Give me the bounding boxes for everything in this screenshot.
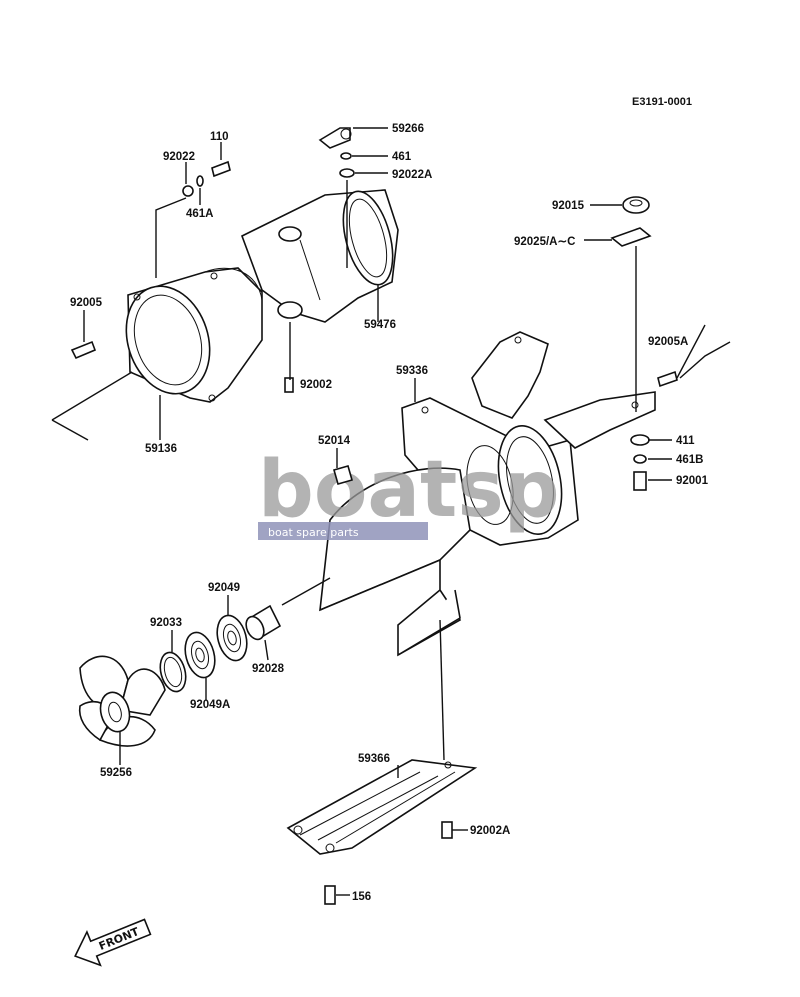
bolt-92002A [441,821,453,839]
bolt-92005A [657,370,678,388]
label-92022A: 92022A [392,169,432,181]
label-59256: 59256 [100,767,132,779]
label-59336: 59336 [396,365,428,377]
bolt-92001 [633,471,647,491]
fitting-52014 [333,465,353,485]
bolt-92002 [284,377,294,393]
label-461B: 461B [676,454,704,466]
label-461: 461 [392,151,412,163]
leader-lines [51,127,731,896]
washer-461B [633,454,647,464]
sleeve-92028 [245,604,282,641]
plate-59366 [286,759,478,855]
label-92001: 92001 [676,475,709,487]
label-59266: 59266 [392,123,424,135]
washer-461A [196,175,204,187]
watermark-text: boatsp [258,445,560,535]
label-92049: 92049 [208,582,240,594]
bolt-110 [211,160,231,178]
label-92002A: 92002A [470,825,510,837]
front-arrow: FRONT [74,918,152,967]
label-461A: 461A [186,208,214,220]
label-92002: 92002 [300,379,332,391]
washer-411 [630,434,650,446]
impeller-59256 [78,655,166,747]
label-92005: 92005 [70,297,103,309]
bolt-92005 [70,340,97,360]
bearing-92049 [216,614,248,662]
label-59476: 59476 [364,319,396,331]
nozzle-housing-59136 [125,267,263,403]
circlip-92033 [159,651,187,693]
label-52014: 52014 [318,435,351,447]
grommet-92015 [622,196,650,214]
label-59366: 59366 [358,753,390,765]
label-92015: 92015 [552,200,585,212]
pump-body-59336 [319,331,656,657]
label-92049A: 92049A [190,699,230,711]
label-110: 110 [210,131,229,143]
label-92025: 92025/A∼C [514,236,575,248]
label-92022: 92022 [163,151,195,163]
washer-92022A [339,168,355,178]
watermark-tagline: boat spare parts [268,526,359,539]
bolt-156 [324,885,336,905]
bearing-92049A [184,631,216,679]
watermark-logo: boatsp boat spare parts [258,445,560,540]
label-92005A: 92005A [648,336,688,348]
clip-92025 [610,227,652,247]
label-411: 411 [676,435,695,447]
nut-92022 [182,185,194,197]
label-92033: 92033 [150,617,182,629]
label-59136: 59136 [145,443,177,455]
label-92028: 92028 [252,663,285,675]
nut-461 [340,152,352,160]
reference-code: E3191-0001 [632,96,692,108]
label-156: 156 [352,891,371,903]
cover-59476 [240,189,399,323]
elbow-fitting-59266 [318,127,352,149]
